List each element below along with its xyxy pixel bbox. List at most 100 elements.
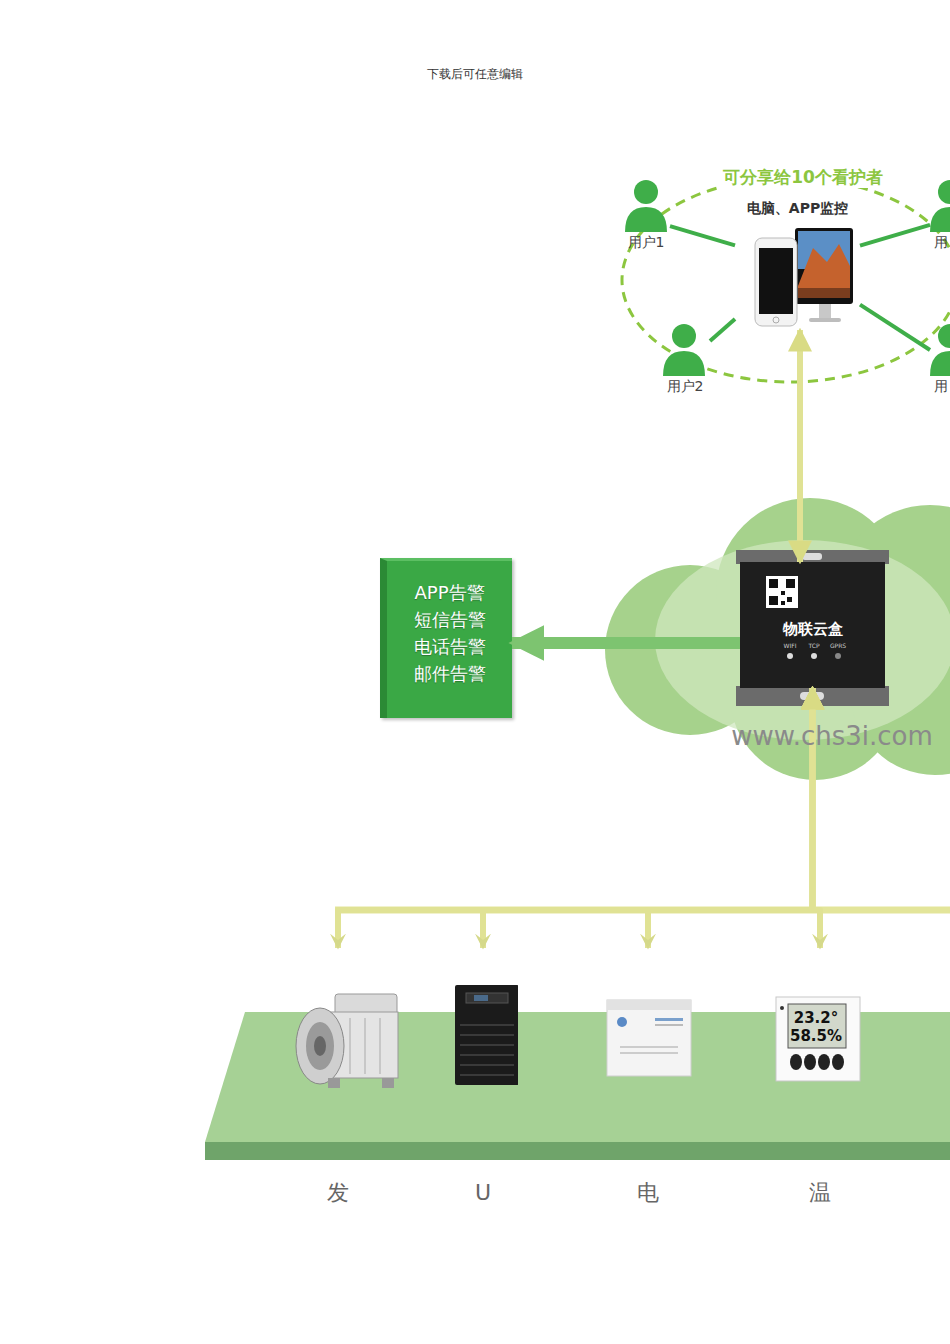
art-rect [455,985,518,1085]
text-holder: APP告警短信告警电话告警邮件告警 [387,579,512,687]
art-rect [769,596,778,605]
user-node: 用户1 [622,178,670,260]
art-rect [809,318,841,322]
text-holder: 用户1 [622,234,670,252]
node-label: 用户2 [660,378,710,396]
art-circle [617,1017,627,1027]
art-circle [938,324,950,348]
connector [797,330,803,562]
art-rect [787,597,792,602]
node-label: 物联云盒 [740,620,885,639]
art-rect [466,993,508,1003]
free-label: WIFI [784,643,797,650]
art-rect [607,1000,691,1076]
connector [710,319,735,341]
connector [860,225,930,246]
art-line [460,1044,514,1046]
free-label: www.chs3i.com [731,722,933,752]
bus-line [335,907,950,914]
art-rect [819,304,831,318]
art-ellipse [314,1036,326,1056]
text-holder: 物联云盒 [740,620,885,639]
text-holder: 电 [600,1180,696,1206]
art-circle [811,653,817,659]
art-line [350,1018,351,1074]
art-circle [672,324,696,348]
node-art [930,322,950,382]
node-label: 短信告警 [387,606,512,633]
mount-slot [802,553,822,560]
node-label: 温 [772,1180,868,1206]
art-g [460,1025,514,1075]
art-circle [773,317,779,323]
platform-edge [205,1142,950,1160]
art-line [460,1024,514,1026]
art-g [790,1054,844,1070]
alarm-box: APP告警短信告警电话告警邮件告警 [380,558,512,718]
art-ellipse [818,1054,830,1070]
art-circle [835,653,841,659]
art-path [663,351,705,376]
text-holder: 温 [772,1180,868,1206]
art-rect [655,1018,683,1021]
cloud-glow [655,540,950,740]
art-rect [755,238,797,326]
node-label: APP告警 [387,579,512,606]
art-path [930,351,950,376]
share-ellipse [622,178,950,382]
art-rect [769,579,778,588]
text-holder: 用 [930,378,950,396]
device-node: 电 [600,948,696,1206]
node-label: 用 [934,234,950,252]
text-holder: 电脑、APP监控 [735,200,860,218]
free-label: TCP [808,643,819,650]
node-label: 邮件告警 [387,660,512,687]
art-rect [382,1078,394,1088]
node-art [622,178,670,238]
art-svg [735,226,860,331]
free-label: 可分享给10个看护者 [719,168,887,188]
cloud-shape [605,498,950,780]
art-rect [795,228,853,304]
art-rect [474,995,488,1001]
art-circle [787,653,793,659]
connector [670,226,735,245]
art-rect [766,576,798,608]
art-circle [780,1006,784,1010]
cloud-box: 物联云盒 [740,562,885,688]
monitor-node: 电脑、APP监控 [735,198,860,330]
user-node: 用户2 [660,322,710,404]
art-rect [798,288,850,298]
connector [512,637,740,649]
node-label: 电脑、APP监控 [735,200,860,218]
free-label: GPRS [830,643,846,650]
art-ellipse [832,1054,844,1070]
art-rect [655,1024,683,1026]
node-art [930,178,950,238]
art-rect [788,1004,846,1048]
connector [860,305,930,350]
art-svg [930,178,950,234]
device-node: U [448,948,518,1206]
art-svg [622,178,670,234]
device-node: 温 [772,948,868,1206]
art-line [460,1064,514,1066]
art-rect [759,248,793,314]
art-rect [607,1000,691,1010]
art-svg [448,985,518,1089]
node-label: 电话告警 [387,633,512,660]
node-label: 用 [934,378,950,396]
art-ellipse [306,1022,334,1070]
node-label: U [448,1180,518,1206]
text-holder: 用户2 [660,378,710,396]
user-node: 用 [930,178,950,260]
art-line [365,1018,366,1074]
free-label: 23.2° [794,1010,839,1027]
user-node: 用 [930,322,950,404]
mount-slot [800,692,824,700]
art-line [460,1074,514,1076]
art-line [380,1018,381,1074]
